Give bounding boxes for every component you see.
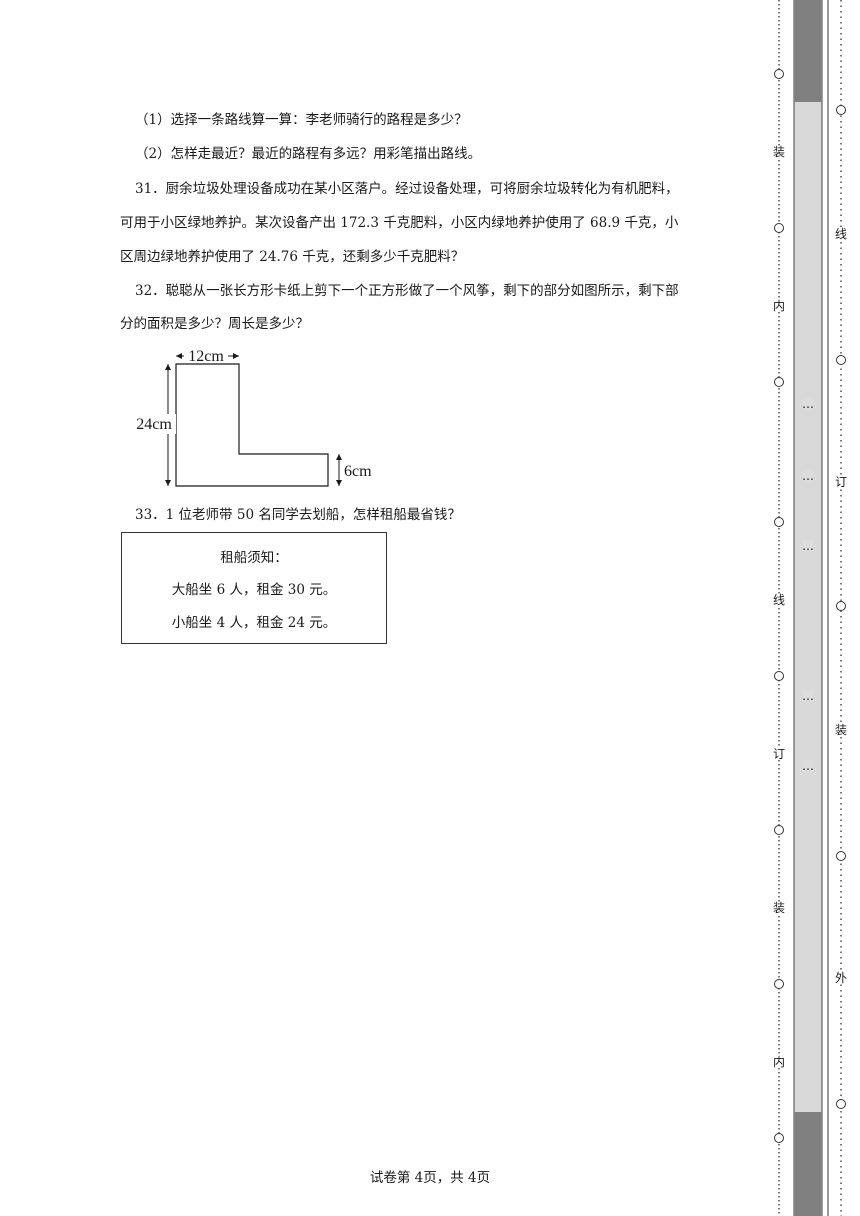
top-arrow-left [176, 353, 182, 359]
exam-page: （1）选择一条路线算一算：李老师骑行的路程是多少？ （2）怎样走最近？最近的路程… [118, 112, 679, 1186]
l-shape-outline [175, 363, 329, 487]
outer-circles [836, 105, 846, 1109]
boat-rental-notice: 租船须知： 大船坐 6 人，租金 30 元。 小船坐 4 人，租金 24 元。 [121, 532, 387, 644]
question-30-part-1: （1）选择一条路线算一算：李老师骑行的路程是多少？ [135, 112, 468, 128]
inner-label-1: 装 [773, 145, 786, 159]
binding-strip: 装 内 线 订 装 内 … … … … … 线 订 装 外 [760, 0, 860, 1216]
l-shape-figure: 12cm 24cm 6cm [118, 340, 398, 500]
gray-band-bottom-block [794, 1112, 822, 1216]
left-label-bg [132, 414, 176, 434]
inner-circles [774, 69, 784, 1143]
question-30-part-2: （2）怎样走最近？最近的路程有多远？用彩笔描出路线。 [135, 146, 482, 162]
outer-label-4: 外 [835, 971, 848, 985]
shaded-label-4: … [802, 689, 814, 703]
inner-label-6: 内 [773, 1055, 786, 1069]
top-arrow-right [233, 353, 239, 359]
gray-band [793, 0, 823, 1216]
outer-label-3: 装 [835, 723, 848, 737]
question-31-line-2: 可用于小区绿地养护。某次设备产出 172.3 千克肥料，小区内绿地养护使用了 6… [120, 215, 679, 231]
binding-strip-graphic [774, 0, 846, 1216]
shaded-label-1: … [802, 397, 814, 411]
outer-label-2: 订 [835, 475, 848, 489]
question-32-line-2: 分的面积是多少？周长是多少？ [120, 316, 309, 332]
outer-label-1: 线 [835, 227, 848, 241]
question-31-line-3: 区周边绿地养护使用了 24.76 千克，还剩多少千克肥料？ [120, 249, 465, 265]
top-dimension-label: 12cm [188, 348, 224, 365]
notice-small-boat: 小船坐 4 人，租金 24 元。 [171, 615, 337, 631]
shaded-label-5: … [802, 759, 814, 773]
question-31-line-1: 31．厨余垃圾处理设备成功在某小区落户。经过设备处理，可将厨余垃圾转化为有机肥料… [135, 181, 679, 197]
notice-large-boat: 大船坐 6 人，租金 30 元。 [171, 582, 337, 598]
notice-title: 租船须知： [220, 550, 288, 566]
left-dimension-label: 24cm [136, 416, 172, 433]
question-33: 33．1 位老师带 50 名同学去划船，怎样租船最省钱？ [135, 507, 461, 523]
inner-label-3: 线 [773, 593, 786, 607]
right-arrow-top [336, 454, 342, 460]
shaded-label-3: … [802, 539, 814, 553]
l-shape-diagram: 12cm 24cm 6cm [132, 347, 372, 487]
left-arrow-bottom [165, 480, 171, 486]
inner-label-2: 内 [773, 299, 786, 313]
right-dimension-label: 6cm [344, 463, 372, 480]
left-arrow-top [165, 364, 171, 370]
inner-label-5: 装 [773, 901, 786, 915]
shaded-label-2: … [802, 469, 814, 483]
question-32-line-1: 32．聪聪从一张长方形卡纸上剪下一个正方形做了一个风筝，剩下的部分如图所示，剩下… [135, 283, 679, 299]
inner-label-4: 订 [773, 747, 786, 761]
right-arrow-bottom [336, 480, 342, 486]
page-footer: 试卷第 4页，共 4页 [369, 1170, 491, 1186]
top-label-bg [184, 347, 228, 363]
gray-band-top-block [794, 0, 822, 102]
